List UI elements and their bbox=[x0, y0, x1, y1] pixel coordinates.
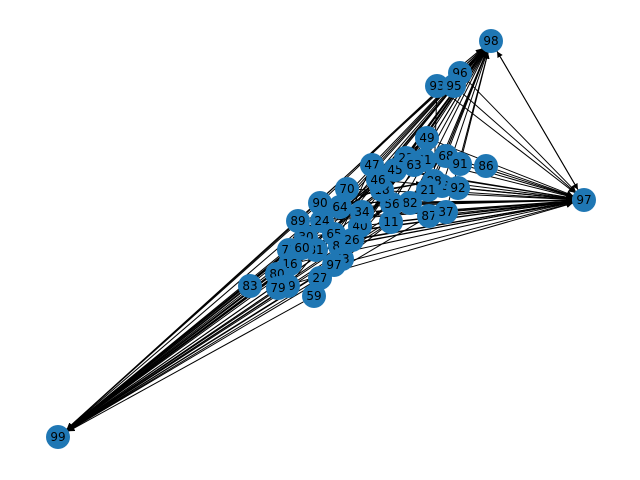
node-63: 63 bbox=[402, 153, 426, 177]
edge-84 bbox=[67, 294, 269, 431]
node-label: 26 bbox=[344, 233, 359, 247]
node-circle bbox=[238, 274, 262, 298]
node-circle bbox=[379, 210, 403, 234]
node-34: 34 bbox=[350, 200, 374, 224]
node-circle bbox=[46, 425, 70, 449]
node-93: 93 bbox=[425, 74, 449, 98]
nodes-layer: 9896939549869761689133924770882190648287… bbox=[46, 29, 596, 449]
node-82: 82 bbox=[398, 191, 422, 215]
edge-123 bbox=[393, 181, 423, 189]
node-circle bbox=[479, 29, 503, 53]
edge-77 bbox=[345, 201, 573, 263]
node-label: 95 bbox=[446, 79, 461, 93]
node-83: 83 bbox=[238, 274, 262, 298]
node-11: 11 bbox=[379, 210, 403, 234]
node-91: 91 bbox=[448, 152, 472, 176]
node-circle bbox=[448, 152, 472, 176]
node-label: 27 bbox=[312, 271, 327, 285]
node-37: 37 bbox=[434, 200, 458, 224]
edge-86 bbox=[68, 301, 304, 432]
node-label: 90 bbox=[312, 196, 327, 210]
edge-104 bbox=[403, 199, 573, 207]
edge-81 bbox=[67, 292, 279, 431]
node-circle bbox=[398, 191, 422, 215]
node-circle bbox=[350, 200, 374, 224]
node-92: 92 bbox=[446, 176, 470, 200]
node-label: 89 bbox=[290, 214, 305, 228]
node-label: 63 bbox=[406, 158, 421, 172]
node-circle bbox=[340, 228, 364, 252]
node-97: 97 bbox=[322, 253, 346, 277]
edge-38 bbox=[448, 52, 490, 201]
node-59: 59 bbox=[302, 284, 326, 308]
node-label: 91 bbox=[452, 157, 467, 171]
node-circle bbox=[416, 178, 440, 202]
node-label: 56 bbox=[384, 197, 399, 211]
node-label: 92 bbox=[450, 181, 465, 195]
node-97: 97 bbox=[572, 188, 596, 212]
node-label: 70 bbox=[339, 182, 354, 196]
node-86: 86 bbox=[474, 154, 498, 178]
node-64: 64 bbox=[328, 195, 352, 219]
edge-37 bbox=[68, 221, 419, 432]
edge-75 bbox=[67, 283, 311, 432]
node-26: 26 bbox=[340, 228, 364, 252]
node-circle bbox=[366, 168, 390, 192]
edge-8 bbox=[437, 141, 574, 197]
node-70: 70 bbox=[335, 177, 359, 201]
node-label: 97 bbox=[326, 258, 341, 272]
node-label: 11 bbox=[383, 215, 398, 229]
node-49: 49 bbox=[415, 126, 439, 150]
node-circle bbox=[308, 191, 332, 215]
node-label: 83 bbox=[242, 279, 257, 293]
node-label: 97 bbox=[576, 193, 591, 207]
node-label: 98 bbox=[483, 34, 498, 48]
node-circle bbox=[415, 126, 439, 150]
node-label: 24 bbox=[314, 214, 329, 228]
node-label: 59 bbox=[306, 289, 321, 303]
node-label: 87 bbox=[421, 209, 436, 223]
node-label: 86 bbox=[478, 159, 493, 173]
node-circle bbox=[434, 200, 458, 224]
node-circle bbox=[442, 74, 466, 98]
edge-10 bbox=[497, 169, 573, 197]
edge-42 bbox=[66, 228, 290, 430]
node-98: 98 bbox=[479, 29, 503, 53]
node-circle bbox=[446, 176, 470, 200]
node-46: 46 bbox=[366, 168, 390, 192]
node-label: 49 bbox=[419, 131, 434, 145]
edge-11 bbox=[496, 51, 579, 190]
node-circle bbox=[266, 276, 290, 300]
node-79: 79 bbox=[266, 276, 290, 300]
node-95: 95 bbox=[442, 74, 466, 98]
node-label: 60 bbox=[294, 241, 309, 255]
edge-1 bbox=[468, 81, 576, 192]
node-label: 79 bbox=[270, 281, 285, 295]
node-circle bbox=[335, 177, 359, 201]
node-label: 37 bbox=[438, 205, 453, 219]
node-circle bbox=[402, 153, 426, 177]
node-label: 34 bbox=[354, 205, 369, 219]
node-circle bbox=[322, 253, 346, 277]
node-label: 93 bbox=[429, 79, 444, 93]
node-circle bbox=[474, 154, 498, 178]
node-circle bbox=[425, 74, 449, 98]
node-90: 90 bbox=[308, 191, 332, 215]
node-circle bbox=[328, 195, 352, 219]
node-label: 99 bbox=[50, 430, 65, 444]
node-label: 21 bbox=[420, 183, 435, 197]
node-label: 64 bbox=[332, 200, 347, 214]
edge-6 bbox=[462, 93, 576, 193]
node-99: 99 bbox=[46, 425, 70, 449]
node-label: 82 bbox=[402, 196, 417, 210]
node-circle bbox=[302, 284, 326, 308]
node-21: 21 bbox=[416, 178, 440, 202]
node-circle bbox=[572, 188, 596, 212]
node-label: 46 bbox=[370, 173, 385, 187]
